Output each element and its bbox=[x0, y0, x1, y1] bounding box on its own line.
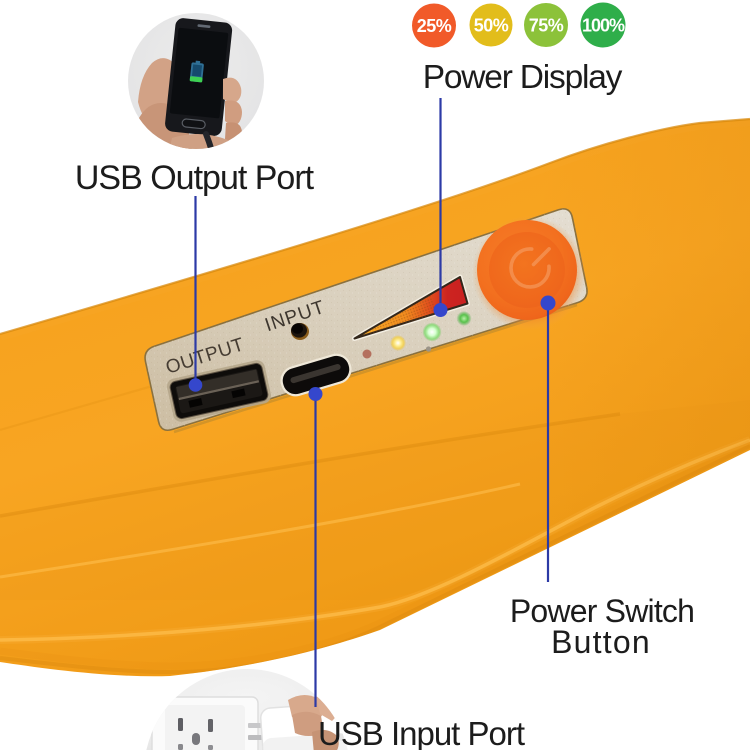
svg-text:Power Display: Power Display bbox=[423, 59, 623, 96]
svg-text:100%: 100% bbox=[582, 16, 625, 36]
svg-text:Button: Button bbox=[551, 624, 651, 660]
svg-text:50%: 50% bbox=[474, 16, 509, 36]
svg-text:25%: 25% bbox=[417, 16, 452, 36]
svg-text:USB Output Port: USB Output Port bbox=[75, 159, 315, 197]
svg-text:Power Switch: Power Switch bbox=[510, 593, 694, 629]
svg-text:USB Input Port: USB Input Port bbox=[318, 715, 525, 750]
svg-text:75%: 75% bbox=[529, 16, 564, 36]
